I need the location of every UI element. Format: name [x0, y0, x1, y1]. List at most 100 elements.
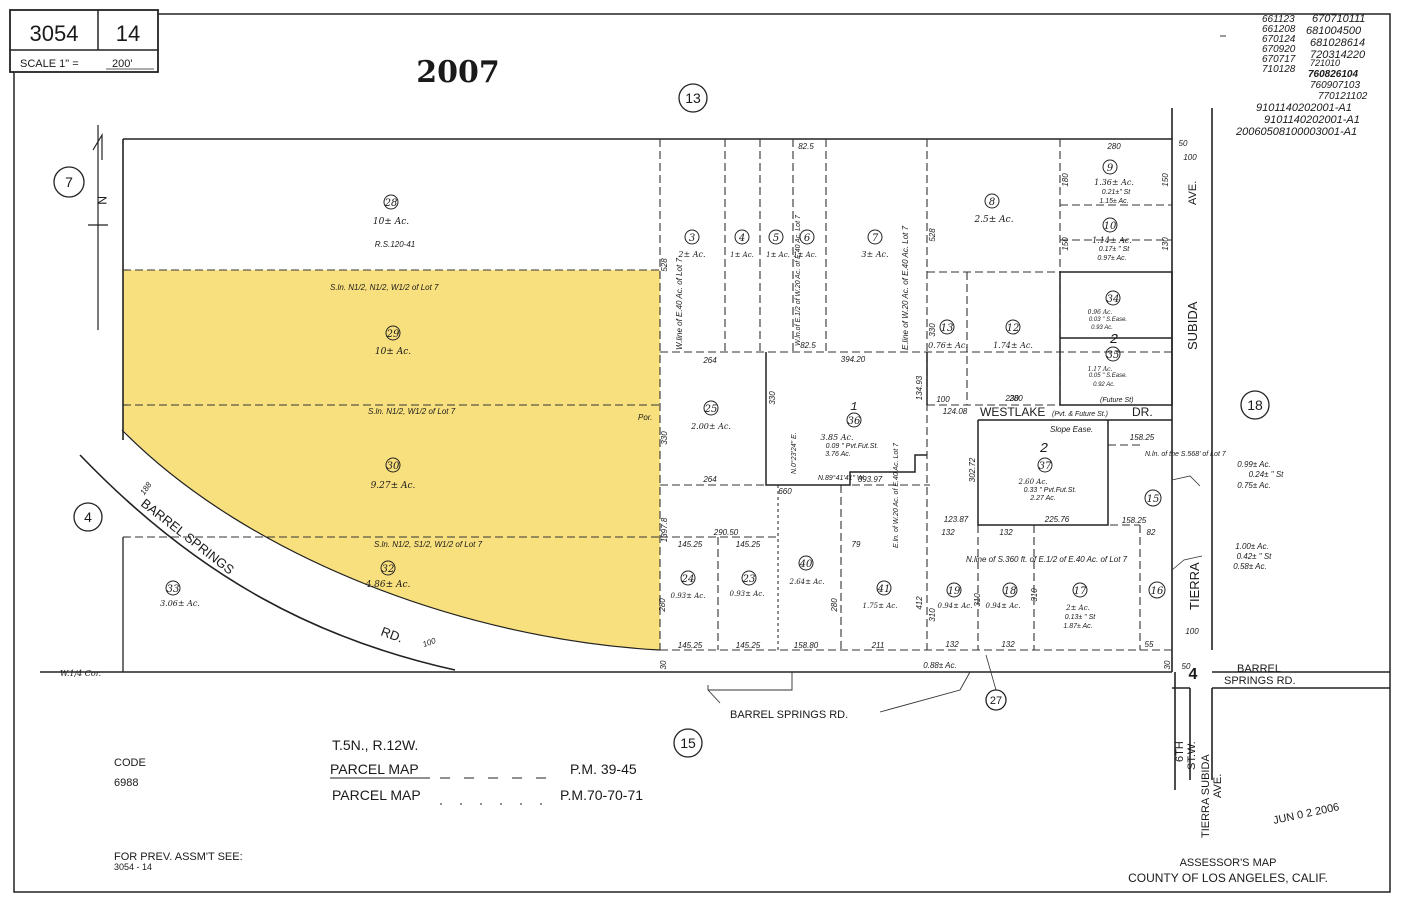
svg-text:8: 8	[989, 197, 995, 208]
parcel-16[interactable]: 16	[1148, 581, 1166, 599]
footer-assessors-map: ASSESSOR'S MAP	[1180, 857, 1277, 869]
svg-text:134.93: 134.93	[915, 375, 924, 400]
dimension-labels: 280 100 50 82.5 82.5 264 264 394.20 660 …	[138, 139, 1199, 671]
svg-text:412: 412	[915, 596, 924, 610]
parcel-3[interactable]: 32± Ac.	[677, 229, 706, 259]
svg-text:0.75± Ac.: 0.75± Ac.	[1237, 481, 1270, 490]
svg-text:1.87± Ac.: 1.87± Ac.	[1063, 623, 1092, 630]
svg-text:29: 29	[386, 329, 400, 340]
svg-text:132: 132	[1001, 640, 1015, 649]
svg-text:23: 23	[742, 574, 756, 585]
parcel-32[interactable]: 32 4.86± Ac.	[365, 560, 411, 590]
svg-text:123.87: 123.87	[944, 515, 969, 524]
parcel-8[interactable]: 82.5± Ac.	[973, 193, 1014, 225]
svg-text:0.96 Ac.: 0.96 Ac.	[1088, 309, 1113, 316]
svg-text:145.25: 145.25	[736, 540, 761, 549]
neighbor-page-left-lower[interactable]	[73, 502, 103, 532]
svg-text:5: 5	[773, 233, 779, 244]
svg-text:1± Ac.: 1± Ac.	[730, 251, 754, 259]
svg-text:32: 32	[382, 564, 395, 575]
neighbor-page-top[interactable]	[678, 83, 708, 113]
svg-text:158.25: 158.25	[1130, 433, 1155, 442]
svg-text:330: 330	[928, 323, 937, 337]
svg-text:0.93± Ac.: 0.93± Ac.	[671, 592, 706, 600]
svg-text:2.64± Ac.: 2.64± Ac.	[789, 578, 825, 586]
svg-text:Por.: Por.	[638, 413, 652, 422]
svg-text:(Future St): (Future St)	[1100, 397, 1133, 404]
parcel-4[interactable]: 4 1± Ac.	[730, 229, 754, 259]
svg-text:82: 82	[1147, 528, 1156, 537]
street-subida-ave: AVE.	[1187, 181, 1199, 205]
parcel-5[interactable]: 51± Ac.	[766, 229, 790, 259]
svg-text:528: 528	[660, 258, 669, 272]
parcel-12[interactable]: 121.74± Ac.	[993, 319, 1033, 350]
svg-text:100: 100	[421, 636, 437, 649]
svg-text:13: 13	[941, 323, 954, 334]
scale-label: SCALE 1" =	[20, 58, 79, 70]
svg-text:145.25: 145.25	[736, 641, 761, 650]
book-number: 3054	[30, 21, 79, 46]
street-westlake-dr: DR.	[1132, 405, 1153, 419]
svg-text:N.89°41'41" W.: N.89°41'41" W.	[818, 474, 865, 482]
parcel-23[interactable]: 230.93± Ac.	[730, 570, 765, 598]
svg-text:2± Ac.: 2± Ac.	[1065, 604, 1090, 612]
parcel-36[interactable]: 36 3.85 Ac.	[820, 412, 862, 442]
legend: T.5N., R.12W. PARCEL MAP P.M. 39-45 PARC…	[114, 737, 1340, 885]
parcel-24[interactable]: 240.93± Ac.	[671, 570, 706, 600]
svg-text:310: 310	[973, 593, 982, 607]
parcel-map-2-label: PARCEL MAP	[332, 787, 421, 803]
svg-text:132: 132	[945, 640, 959, 649]
highlighted-parcels[interactable]	[123, 270, 660, 650]
parcel-17[interactable]: 172± Ac.	[1065, 582, 1090, 612]
svg-text:0.99± Ac.: 0.99± Ac.	[1237, 460, 1270, 469]
parcel-34[interactable]: 340.96 Ac.	[1088, 290, 1121, 316]
north-arrow-icon	[88, 125, 108, 330]
neighbor-page-right[interactable]	[1240, 390, 1270, 420]
parcel-33[interactable]: 333.06± Ac.	[160, 580, 200, 608]
parcel-7[interactable]: 73± Ac.	[861, 229, 889, 259]
parcel-9[interactable]: 91.36± Ac.	[1094, 159, 1134, 187]
svg-text:180: 180	[1061, 173, 1070, 187]
svg-text:0.76± Ac.: 0.76± Ac.	[928, 341, 968, 350]
svg-text:(Pvt. & Future St.): (Pvt. & Future St.)	[1052, 411, 1108, 418]
parcel-37[interactable]: 372.60 Ac.	[1017, 457, 1053, 486]
svg-text:36: 36	[848, 416, 861, 427]
ref-col2-5: 721010	[1310, 58, 1340, 68]
parcel-6[interactable]: 61± Ac.	[793, 229, 817, 259]
parcel-30[interactable]: 309.27± Ac.	[371, 457, 416, 491]
svg-text:2± Ac.: 2± Ac.	[677, 250, 705, 259]
parcel-25[interactable]: 252.00± Ac.	[690, 400, 731, 431]
township: T.5N., R.12W.	[332, 737, 418, 753]
parcel-40[interactable]: 402.64± Ac.	[789, 555, 825, 586]
svg-text:E.line of W.20 Ac. of E.40 Ac.: E.line of W.20 Ac. of E.40 Ac. Lot 7	[901, 225, 910, 350]
street-tierra-subida: TIERRA SUBIDA	[1200, 754, 1212, 838]
svg-text:330: 330	[660, 431, 669, 445]
svg-text:0.92 Ac.: 0.92 Ac.	[1093, 382, 1115, 388]
svg-text:150: 150	[1061, 237, 1070, 251]
svg-text:528: 528	[928, 228, 937, 242]
svg-text:3.85 Ac.: 3.85 Ac.	[820, 433, 853, 442]
parcel-18[interactable]: 180.94± Ac.	[986, 582, 1021, 610]
street-tierra: TIERRA	[1187, 562, 1202, 610]
parcel-10[interactable]: 101.14± Ac.	[1092, 217, 1132, 245]
svg-text:4.86± Ac.: 4.86± Ac.	[365, 580, 411, 590]
neighbor-page-bottom[interactable]	[673, 728, 703, 758]
parcel-35[interactable]: 351.17 Ac.	[1088, 346, 1121, 373]
parcel-41[interactable]: 411.75± Ac.	[863, 580, 898, 610]
street-barrel-right-2: SPRINGS RD.	[1224, 675, 1296, 687]
parcel-13[interactable]: 13 0.76± Ac.	[928, 319, 968, 350]
svg-text:132: 132	[941, 528, 955, 537]
street-barrel-springs-bottom: BARREL SPRINGS RD.	[730, 709, 848, 721]
svg-text:310: 310	[1030, 588, 1039, 602]
svg-text:1.00± Ac.: 1.00± Ac.	[1235, 542, 1268, 551]
parcel-19[interactable]: 190.94± Ac.	[938, 582, 973, 610]
svg-text:30: 30	[387, 461, 400, 472]
page-header-box: 3054 14 SCALE 1" = 200'	[9, 9, 159, 73]
svg-text:4: 4	[738, 233, 745, 244]
parcel-15[interactable]: 15	[1144, 489, 1162, 507]
svg-text:0.93 Ac.: 0.93 Ac.	[1091, 325, 1113, 331]
svg-text:16: 16	[1151, 586, 1164, 597]
neighbor-page-left-upper[interactable]	[53, 166, 85, 198]
